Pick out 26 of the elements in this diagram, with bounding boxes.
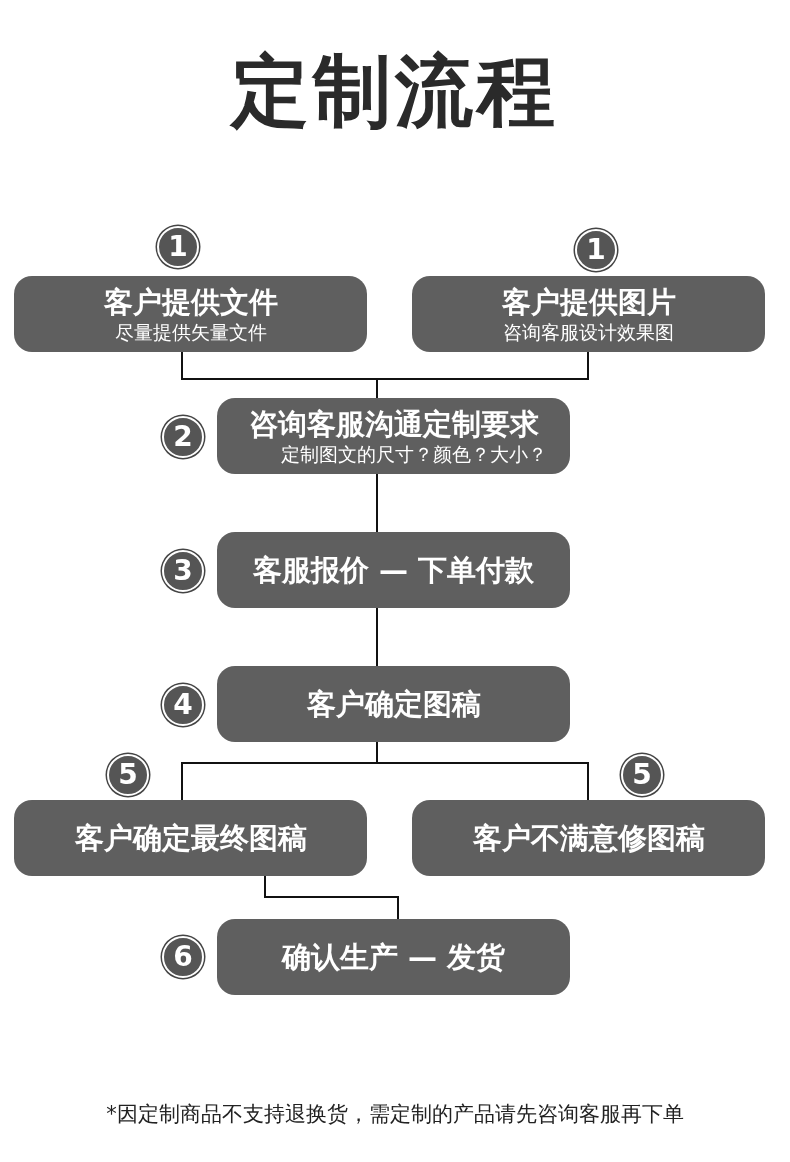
step-title: 客户提供图片 xyxy=(501,284,676,320)
step-number: 4 xyxy=(162,684,204,726)
step-title: 客户不满意修图稿 xyxy=(472,820,705,856)
step-description: 尽量提供矢量文件 xyxy=(114,320,267,344)
step-number: 6 xyxy=(162,936,204,978)
connector-line xyxy=(264,875,399,920)
step-number: 3 xyxy=(162,550,204,592)
step-title: 客户提供文件 xyxy=(103,284,278,320)
step-number: 5 xyxy=(107,754,149,796)
step-title: 客户确定最终图稿 xyxy=(74,820,307,856)
step-description: 定制图文的尺寸？颜色？大小？ xyxy=(279,442,547,466)
step-number: 5 xyxy=(621,754,663,796)
connector-line xyxy=(376,351,589,399)
step-title: 客服报价 — 下单付款 xyxy=(252,552,535,588)
step-title: 客户确定图稿 xyxy=(306,686,481,722)
connector-line xyxy=(376,741,589,801)
connector-line xyxy=(376,473,378,533)
connector-line xyxy=(376,607,378,667)
title: 定制流程 xyxy=(228,45,560,138)
footnote: *因定制商品不支持退换货，需定制的产品请先咨询客服再下单 xyxy=(105,1101,685,1128)
step-number: 1 xyxy=(575,229,617,271)
step-number: 1 xyxy=(157,226,199,268)
step-title: 确认生产 — 发货 xyxy=(281,939,506,975)
step-description: 咨询客服设计效果图 xyxy=(503,320,674,344)
step-title: 咨询客服沟通定制要求 xyxy=(248,406,539,442)
step-number: 2 xyxy=(162,416,204,458)
